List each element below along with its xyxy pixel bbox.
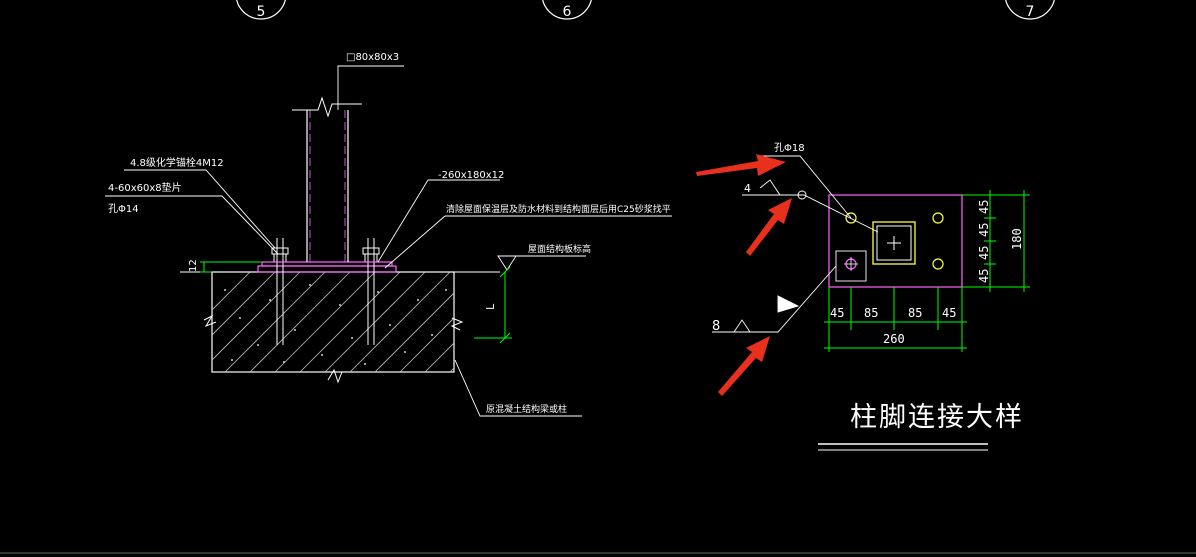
- bolt-hole: [845, 212, 857, 224]
- base-plate: [261, 261, 393, 267]
- dim-bottom-45-2: 45: [942, 306, 956, 320]
- weld-4-label: 4: [744, 182, 751, 195]
- slab-aggregate: [224, 284, 447, 365]
- plan-dims-bottom: [824, 287, 967, 352]
- concrete-slab: [203, 271, 464, 384]
- dim-right-45-2: 45: [977, 223, 991, 237]
- bolt-hole: [932, 212, 944, 224]
- plan-base-plate: [828, 194, 963, 288]
- plate-note-label: 清除屋面保温层及防水材料到结构面层后用C25砂浆找平: [446, 203, 671, 215]
- hole-label: 孔Φ18: [774, 142, 805, 154]
- dim-bottom-85-1: 85: [864, 306, 878, 320]
- bolt-hole: [932, 258, 944, 270]
- roof-elevation-label: 屋面结构板标高: [528, 243, 591, 255]
- dim-L: [474, 266, 512, 344]
- plan-column-inner: [876, 225, 912, 261]
- axis-circle-6: [542, 0, 592, 20]
- red-arrows: [696, 154, 792, 396]
- left-leaders: [105, 65, 672, 417]
- washer-label: 4-60x60x8垫片: [108, 181, 182, 194]
- dim-12: [200, 261, 262, 273]
- dim-right-45-1: 45: [977, 200, 991, 214]
- dim-L-label: L: [484, 303, 497, 310]
- plan-column-outer: [872, 221, 916, 265]
- washer-hole-label: 孔Φ14: [108, 203, 139, 215]
- base-plate-label: -260x180x12: [438, 170, 504, 181]
- dim-bottom-85-2: 85: [908, 306, 922, 320]
- plan-dims-right: [962, 190, 1030, 292]
- axis-label-7: 7: [1026, 4, 1035, 20]
- slab-hatch: [212, 272, 454, 372]
- dim-right-45-3: 45: [977, 246, 991, 260]
- dim-260-label: 260: [883, 332, 905, 346]
- anchor-bolts: [266, 238, 385, 345]
- roof-elevation-marker: [497, 255, 586, 271]
- axis-circle-7: [1005, 0, 1055, 20]
- mortar-bed: [257, 265, 397, 273]
- plan-view: 孔Φ18 4 8 45 45 45 45 180 45 85 85 45 260…: [712, 142, 1030, 451]
- column-spec-label: □80x80x3: [346, 52, 399, 63]
- drawing-title: 柱脚连接大样: [850, 402, 1024, 433]
- axis-circle-5: [236, 0, 286, 20]
- anchor-bolt-label: 4.8级化学锚栓4M12: [130, 156, 224, 169]
- axis-markers: [236, 0, 1055, 20]
- dim-right-45-4: 45: [977, 269, 991, 283]
- weld-8-label: 8: [712, 319, 720, 334]
- plan-leaders: [712, 155, 879, 333]
- slab-note-label: 原混凝土结构梁或柱: [486, 403, 567, 415]
- red-arrow-icon: [746, 198, 792, 256]
- dim-bottom-45-1: 45: [830, 306, 844, 320]
- dim-180-label: 180: [1010, 228, 1024, 250]
- steel-column: [292, 96, 362, 262]
- section-view: □80x80x3 4.8级化学锚栓4M12 4-60x60x8垫片 孔Φ14 -…: [105, 52, 672, 417]
- red-arrow-icon: [718, 336, 770, 396]
- axis-label-5: 5: [257, 4, 266, 20]
- dim-12-label: 12: [188, 259, 199, 272]
- axis-label-6: 6: [563, 4, 572, 20]
- red-arrow-icon: [696, 154, 786, 176]
